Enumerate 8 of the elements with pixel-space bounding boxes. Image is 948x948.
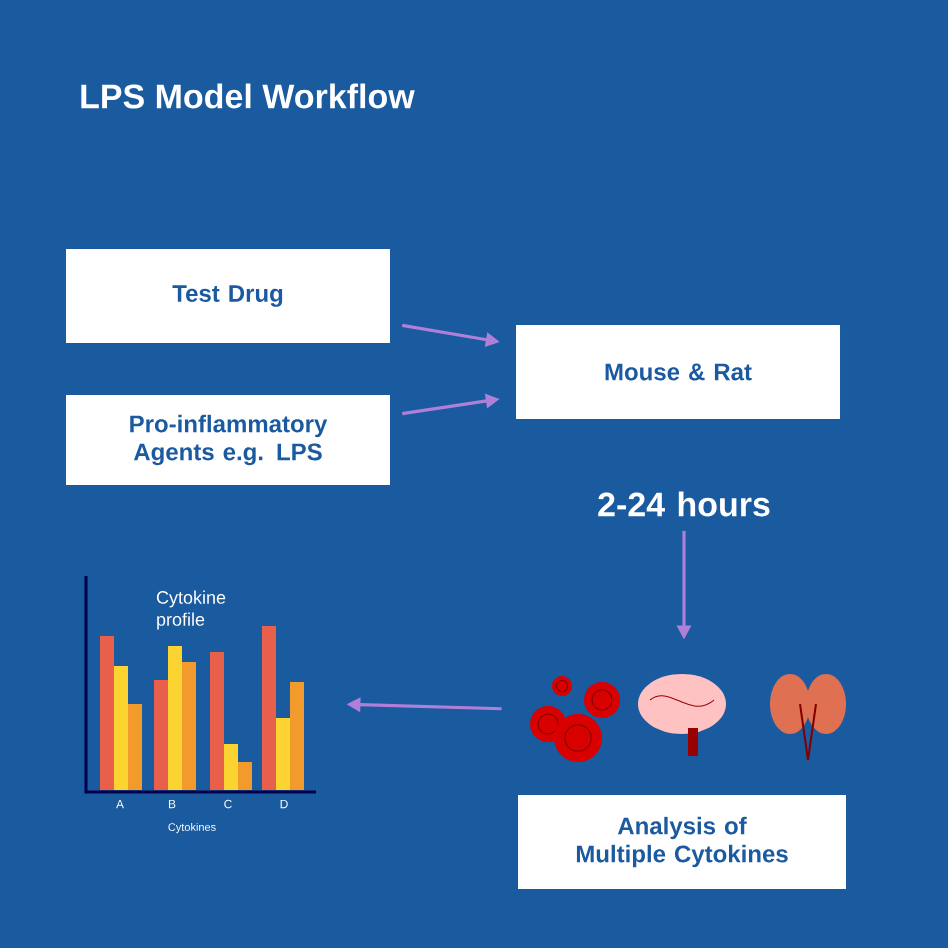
duration-label: 2-24 hours xyxy=(598,491,770,517)
process-box: Test Drug xyxy=(66,249,390,343)
process-box: Pro-inflammatory Agents e.g. LPS xyxy=(66,395,390,485)
process-box: Mouse & Rat xyxy=(516,325,840,419)
picture xyxy=(530,674,846,762)
chart-title: Cytokine profile xyxy=(156,590,226,630)
process-box: Analysis of Multiple Cytokines xyxy=(518,795,846,889)
title: LPS Model Workflow xyxy=(81,83,415,109)
